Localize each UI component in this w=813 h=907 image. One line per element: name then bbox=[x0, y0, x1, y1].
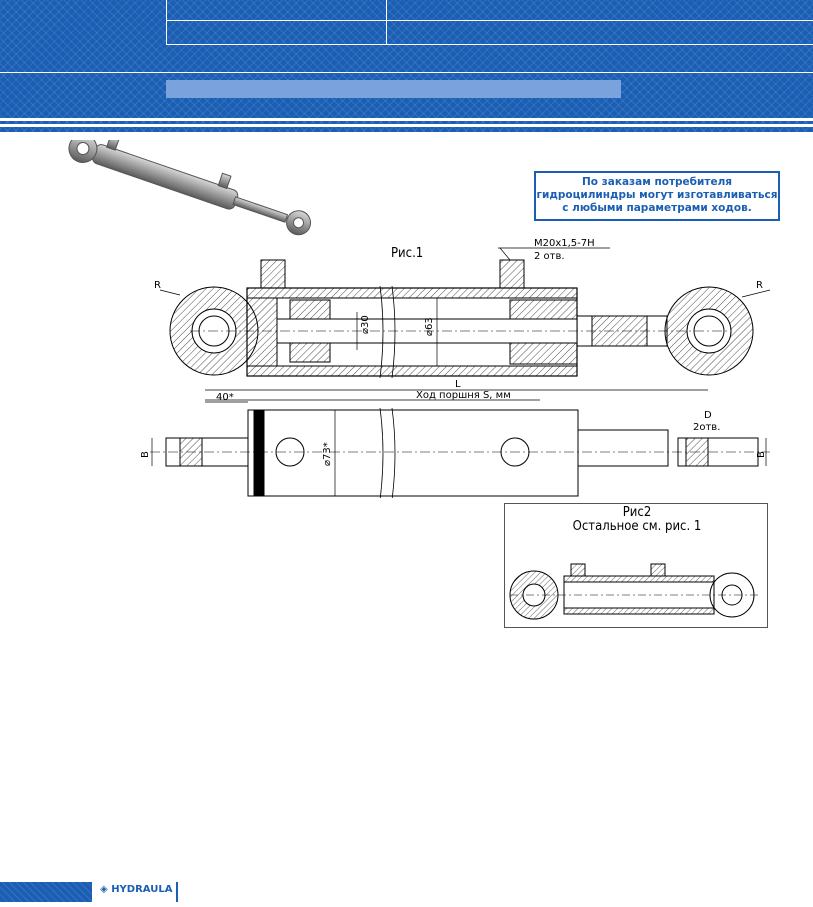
outer-diameter-label: ⌀73* bbox=[322, 442, 333, 466]
header-divider bbox=[166, 0, 167, 44]
figure2-drawing bbox=[509, 563, 758, 620]
figure2-title: Рис2 bbox=[622, 505, 652, 520]
header-highlight-bar bbox=[166, 80, 621, 98]
figure2-title-block: Рис2 Остальное см. рис. 1 bbox=[506, 506, 768, 534]
header-stripe bbox=[0, 124, 813, 127]
rod-diameter-label: ⌀30 bbox=[360, 315, 371, 334]
width-right-label: B bbox=[756, 451, 767, 458]
radius-left-label: R bbox=[154, 280, 161, 291]
offset-label: 40* bbox=[216, 392, 234, 403]
custom-stroke-notice: По заказам потребителя гидроцилиндры мог… bbox=[534, 171, 780, 221]
header-rule bbox=[166, 44, 813, 45]
holes-label: 2 отв. bbox=[534, 251, 565, 262]
cylinder-3d-illustration bbox=[68, 140, 312, 236]
d-label: D bbox=[704, 410, 712, 421]
radius-right-label: R bbox=[756, 280, 763, 291]
stroke-label: Ход поршня S, мм bbox=[416, 390, 511, 401]
header-rule bbox=[166, 20, 813, 21]
notice-line: По заказам потребителя bbox=[582, 176, 732, 188]
figure2-subtitle: Остальное см. рис. 1 bbox=[572, 519, 702, 534]
figure1-label: Рис.1 bbox=[391, 246, 424, 261]
header-band bbox=[0, 0, 813, 132]
logo-icon: ◈ bbox=[100, 884, 108, 895]
figure2-frame bbox=[504, 503, 768, 628]
notice-line: с любыми параметрами ходов. bbox=[562, 202, 752, 214]
figure1-section-drawing: M20x1,5-7H 2 отв. R R ⌀30 ⌀63 L Ход порш… bbox=[154, 238, 771, 401]
thread-label: M20x1,5-7H bbox=[534, 238, 595, 249]
notice-line: гидроцилиндры могут изготавливаться bbox=[536, 189, 778, 201]
header-stripe bbox=[0, 118, 813, 121]
figure1-side-view: 40* ⌀73* B B D 2отв. bbox=[140, 392, 770, 498]
logo-text: HYDRAULA bbox=[111, 884, 173, 895]
footer-band bbox=[0, 882, 92, 902]
footer-logo: ◈ HYDRAULA bbox=[100, 884, 172, 895]
footer-separator bbox=[176, 882, 178, 902]
header-divider bbox=[386, 0, 387, 44]
width-left-label: B bbox=[140, 451, 151, 458]
header-rule bbox=[0, 72, 813, 73]
bore-diameter-label: ⌀63 bbox=[424, 317, 435, 336]
d-holes-label: 2отв. bbox=[693, 422, 720, 433]
length-label: L bbox=[455, 379, 461, 390]
